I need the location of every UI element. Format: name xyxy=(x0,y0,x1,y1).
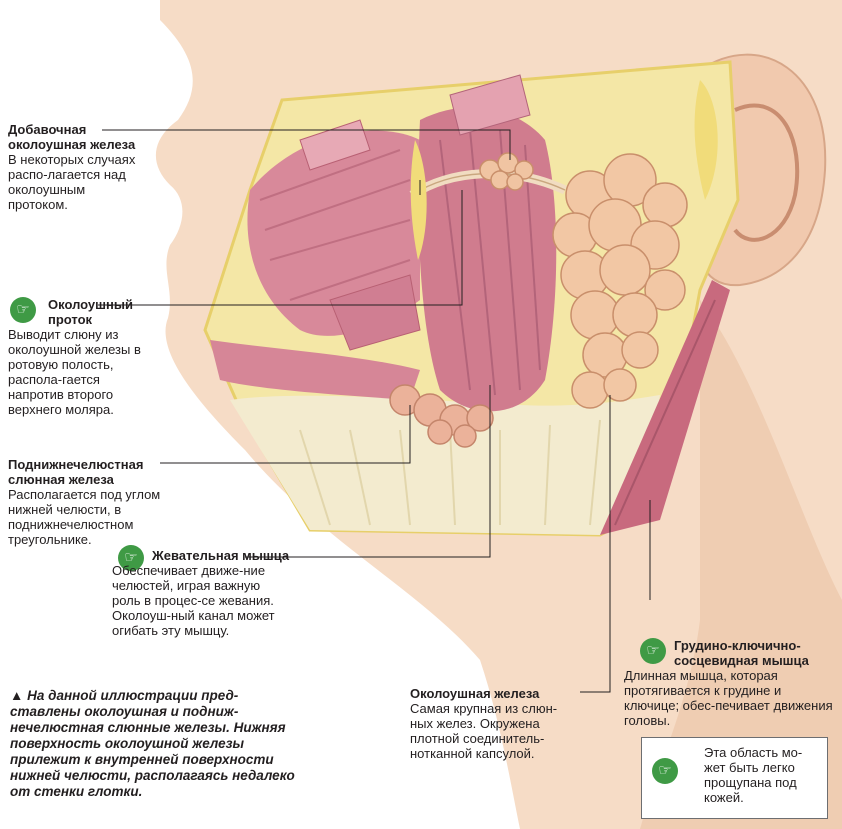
scm-text: Длинная мышца, которая протягивается к г… xyxy=(624,668,833,728)
fat-edge-cheek xyxy=(410,140,427,260)
pointing-hand-icon: ☞ xyxy=(118,545,144,571)
pointing-hand-icon: ☞ xyxy=(652,758,678,784)
skin-shade xyxy=(640,300,842,829)
pointing-hand-icon: ☞ xyxy=(640,638,666,664)
parotid-duct-title: Околоушный проток xyxy=(48,297,133,327)
pointing-hand-icon: ☞ xyxy=(10,297,36,323)
muscle-fibers xyxy=(259,149,411,301)
label-sternocleidomastoid: Грудино-ключично-сосцевидная мышца Длинн… xyxy=(624,638,839,728)
facial-muscles xyxy=(247,130,420,336)
scm-title: Грудино-ключично-сосцевидная мышца xyxy=(674,638,809,668)
figure-caption: ▲ На данной иллюстрации пред-ставлены ок… xyxy=(10,688,295,799)
fascia-striations xyxy=(299,419,601,526)
scm-fiber xyxy=(614,299,716,526)
ear-inner xyxy=(733,103,800,242)
parotid-gland xyxy=(552,153,688,409)
accessory-gland-text: В некоторых случаях распо-лагается над о… xyxy=(8,152,136,212)
label-submandibular-gland: Поднижнечелюстная слюнная железа Распола… xyxy=(8,457,168,547)
submandibular-title: Поднижнечелюстная слюнная железа xyxy=(8,457,144,487)
parotid-duct-text: Выводит слюну из околоушной железы в рот… xyxy=(8,327,141,417)
masseter-upper-cut xyxy=(449,74,531,136)
masseter-title: Жевательная мышца xyxy=(152,548,290,563)
palpation-tip-box: ☞ Эта область мо-жет быть легко прощупан… xyxy=(641,737,828,819)
label-parotid-gland: Околоушная железа Самая крупная из слюн-… xyxy=(410,686,580,761)
mandible-muscle xyxy=(210,340,420,400)
submandibular-gland xyxy=(389,384,494,448)
label-accessory-gland: Добавочная околоушная железа В некоторых… xyxy=(8,122,148,212)
palpation-tip-text: Эта область мо-жет быть легко прощупана … xyxy=(704,745,803,805)
neck-fascia xyxy=(230,395,660,535)
accessory-gland-title: Добавочная околоушная железа xyxy=(8,122,136,152)
submandibular-text: Располагается под углом нижней челюсти, … xyxy=(8,487,161,547)
leader-lines xyxy=(98,129,651,693)
masseter xyxy=(418,107,557,412)
accessory-gland xyxy=(479,152,534,191)
parotid-gland-title: Околоушная железа xyxy=(410,686,540,701)
cut-muscle-lower xyxy=(329,274,421,351)
masseter-text: Обеспечивает движе-ние челюстей, играя в… xyxy=(112,563,275,638)
label-masseter: Жевательная мышца Обеспечивает движе-ние… xyxy=(112,548,292,638)
parotid-gland-text: Самая крупная из слюн-ных желез. Окружен… xyxy=(410,701,558,761)
label-parotid-duct: Околоушный проток Выводит слюну из около… xyxy=(8,297,143,417)
fat-edge-right xyxy=(694,80,718,200)
cut-muscle-upper xyxy=(299,119,371,171)
sternocleidomastoid xyxy=(600,280,730,535)
